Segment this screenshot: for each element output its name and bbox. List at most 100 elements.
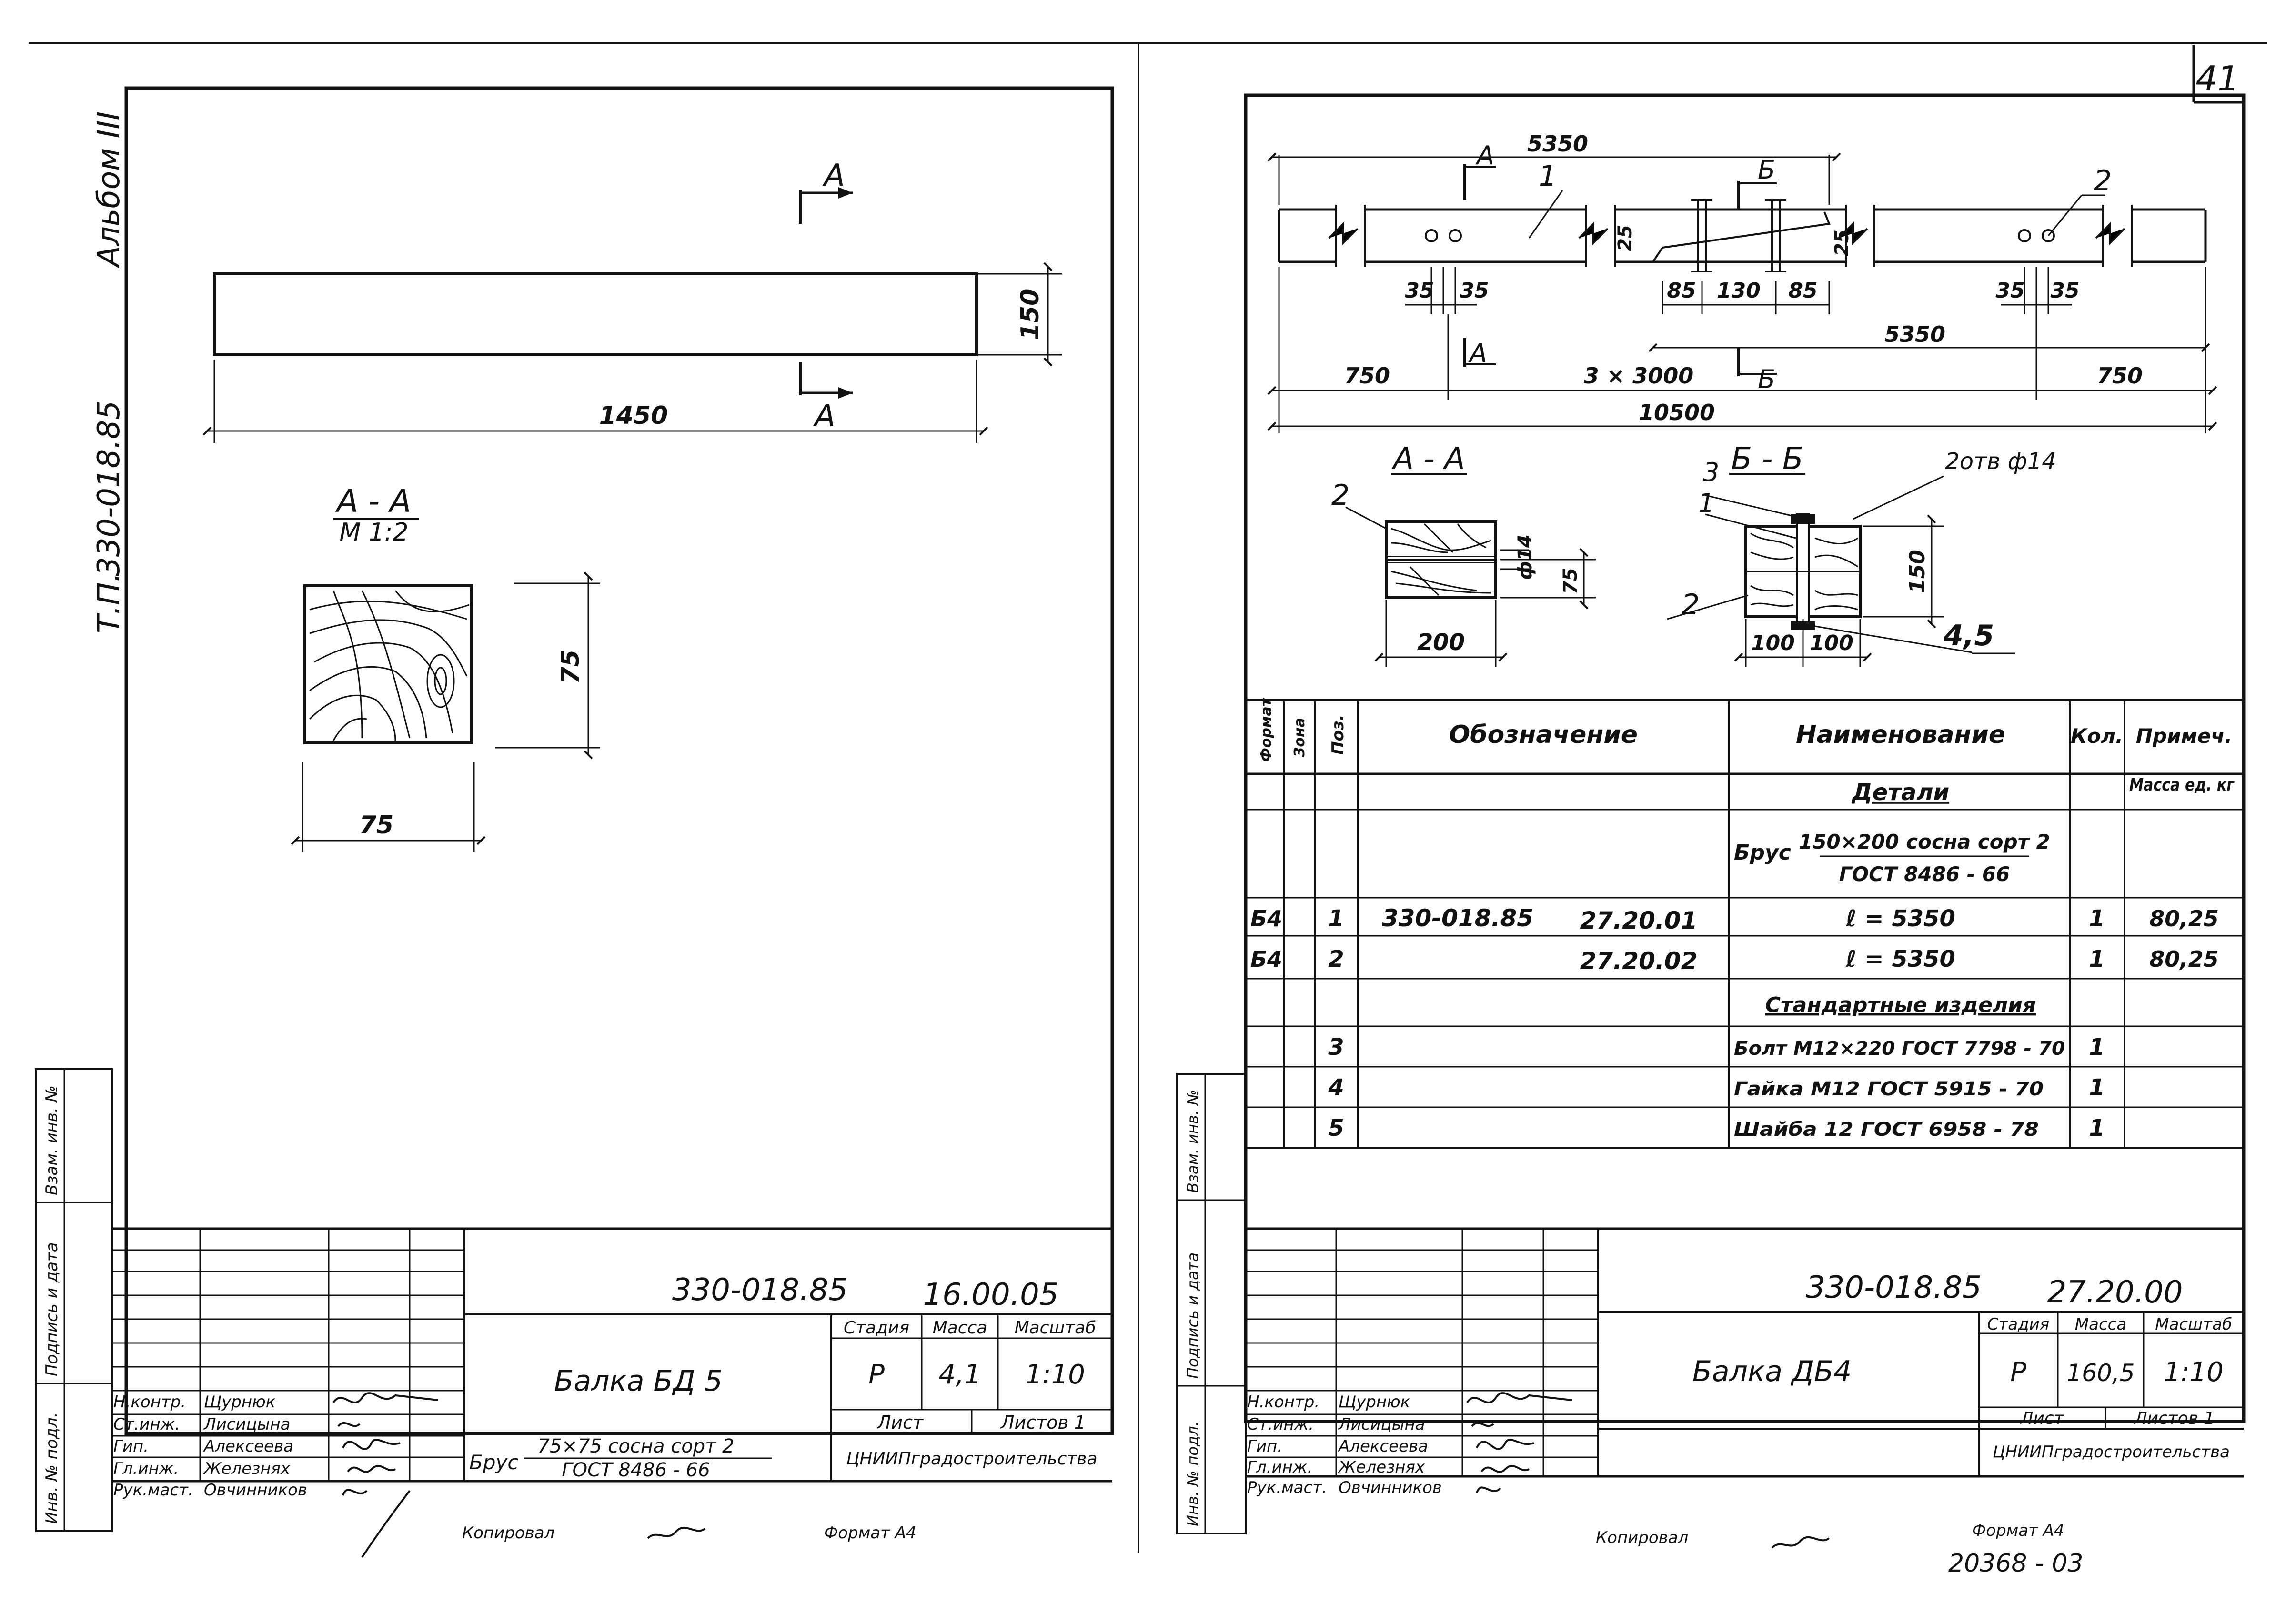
svg-text:35: 35 (2050, 279, 2079, 303)
page-number: 41 (2195, 59, 2239, 99)
dim-section-width: 75 (291, 762, 486, 852)
left-material-top: 75×75 сосна сорт 2 (537, 1435, 734, 1457)
section-bb: Б - Б 2отв ф14 3 1 2 (1667, 441, 2056, 667)
right-sheet: 2 1 А А Б Б 5350 35 (1176, 93, 2246, 1578)
timber-section-75x75 (303, 584, 473, 744)
stamp-album: Альбом III (91, 111, 127, 269)
svg-text:Н.контр.: Н.контр. (1247, 1393, 1319, 1412)
svg-text:Кол.: Кол. (2071, 724, 2123, 748)
svg-text:Копировал: Копировал (1596, 1528, 1688, 1547)
svg-text:Брус: Брус (1734, 841, 1791, 865)
left-mass: 4,1 (938, 1359, 981, 1390)
left-sheet-code: 16.00.05 (923, 1277, 1059, 1312)
svg-text:Листов 1: Листов 1 (1000, 1412, 1086, 1433)
elev-pos2: 2 (2094, 164, 2112, 198)
svg-text:25: 25 (1831, 230, 1853, 256)
svg-text:ф14: ф14 (1514, 534, 1536, 580)
svg-text:2отв ф14: 2отв ф14 (1945, 448, 2056, 475)
section-letter-top: А (822, 158, 845, 193)
svg-text:Стандартные изделия: Стандартные изделия (1765, 993, 2036, 1017)
svg-text:2: 2 (1682, 588, 1700, 621)
svg-text:Б: Б (1758, 155, 1775, 185)
svg-text:Щурнюк: Щурнюк (1339, 1393, 1410, 1412)
copied-signature-right (1771, 1536, 1830, 1549)
svg-text:Гип.: Гип. (1247, 1437, 1282, 1456)
album-stamp: Т.П. 330-018.85 Альбом III (91, 111, 127, 633)
svg-text:Инв. № подл.: Инв. № подл. (42, 1412, 61, 1524)
svg-text:4,5: 4,5 (1943, 619, 1994, 652)
left-doc-code: 330-018.85 (672, 1272, 848, 1308)
dim-bar-length-text: 1450 (599, 401, 668, 430)
svg-text:Масштаб: Масштаб (2155, 1315, 2232, 1334)
svg-text:80,25: 80,25 (2149, 946, 2219, 972)
svg-text:80,25: 80,25 (2149, 906, 2219, 932)
section-mark-bottom: А (799, 362, 853, 434)
dim-section-height-text: 75 (556, 650, 585, 684)
svg-text:85: 85 (1667, 279, 1696, 303)
svg-text:Н.контр.: Н.контр. (113, 1393, 186, 1412)
left-scale: 1:10 (1025, 1359, 1085, 1390)
svg-text:Лисицына: Лисицына (203, 1415, 291, 1434)
svg-text:Формат А4: Формат А4 (824, 1523, 916, 1543)
svg-text:1: 1 (2089, 1115, 2105, 1142)
svg-text:Щурнюк: Щурнюк (204, 1393, 276, 1412)
section-mark-top: А (799, 158, 853, 224)
svg-text:100: 100 (1751, 631, 1795, 655)
svg-text:Примеч.: Примеч. (2136, 724, 2232, 748)
svg-text:Овчинников: Овчинников (1339, 1478, 1442, 1497)
svg-text:Алексеева: Алексеева (203, 1437, 293, 1456)
dim-section-height: 75 (495, 571, 600, 760)
page-number-box: 41 (2192, 45, 2244, 104)
svg-text:Шайба 12 ГОСТ 6958 - 78: Шайба 12 ГОСТ 6958 - 78 (1734, 1119, 2039, 1141)
svg-text:А: А (1475, 140, 1494, 170)
svg-text:100: 100 (1810, 631, 1853, 655)
svg-text:Листов 1: Листов 1 (2134, 1409, 2215, 1428)
svg-text:35: 35 (1995, 279, 2024, 303)
svg-text:35: 35 (1405, 279, 1434, 303)
svg-text:Подпись и дата: Подпись и дата (42, 1242, 61, 1376)
section-aa: А - А 2 ф14 75 (1331, 441, 1596, 667)
left-sheet-frame (124, 86, 1114, 1435)
svg-text:Рук.маст.: Рук.маст. (1247, 1478, 1327, 1497)
bar-elevation (213, 272, 978, 356)
svg-text:Обозначение: Обозначение (1449, 721, 1638, 749)
stamp-series: Т.П. (91, 572, 127, 633)
svg-text:150×200 сосна сорт 2: 150×200 сосна сорт 2 (1799, 830, 2050, 853)
svg-text:Зона: Зона (1291, 718, 1308, 758)
svg-text:1: 1 (1328, 905, 1344, 932)
svg-text:1: 1 (2089, 946, 2105, 972)
svg-text:1: 1 (2089, 1034, 2105, 1061)
svg-text:Гайка М12 ГОСТ 5915 - 70: Гайка М12 ГОСТ 5915 - 70 (1734, 1078, 2044, 1100)
svg-text:Б - Б: Б - Б (1731, 441, 1803, 477)
svg-text:Стадия: Стадия (1987, 1315, 2049, 1334)
svg-text:Формат: Формат (1258, 697, 1275, 762)
beam-elevation: 2 1 А А Б Б 5350 35 (1267, 131, 2217, 433)
left-title-block: 330-018.85 16.00.05 Балка БД 5 Стадия Ма… (112, 1227, 1112, 1558)
svg-text:Ст.инж.: Ст.инж. (113, 1415, 180, 1434)
right-part-name: Балка ДБ4 (1692, 1355, 1852, 1388)
svg-text:Лист: Лист (876, 1412, 924, 1433)
svg-text:3: 3 (1703, 457, 1719, 487)
svg-text:1: 1 (2089, 1074, 2105, 1101)
svg-text:85: 85 (1788, 279, 1817, 303)
dim-bar-length: 1450 (202, 360, 988, 443)
svg-text:Железнях: Железнях (203, 1459, 291, 1478)
right-stage: Р (2010, 1357, 2026, 1388)
svg-text:27.20.02: 27.20.02 (1580, 947, 1698, 975)
left-material-bottom: ГОСТ 8486 - 66 (562, 1459, 710, 1481)
svg-text:А: А (1468, 338, 1487, 368)
copied-signature (647, 1526, 706, 1539)
svg-text:Гл.инж.: Гл.инж. (113, 1459, 179, 1478)
svg-text:200: 200 (1417, 629, 1465, 656)
svg-text:75: 75 (1560, 568, 1581, 594)
svg-text:Подпись и дата: Подпись и дата (1184, 1252, 1202, 1379)
right-sheet-frame (1244, 93, 2246, 1423)
right-scale: 1:10 (2164, 1357, 2224, 1388)
dim-section-width-text: 75 (359, 811, 393, 840)
svg-text:А - А: А - А (1391, 441, 1465, 477)
svg-text:Детали: Детали (1851, 779, 1949, 806)
svg-text:Болт М12×220 ГОСТ 7798 - 70: Болт М12×220 ГОСТ 7798 - 70 (1734, 1038, 2065, 1060)
svg-text:ℓ = 5350: ℓ = 5350 (1845, 905, 1955, 932)
svg-text:25: 25 (1614, 225, 1636, 251)
svg-text:3 × 3000: 3 × 3000 (1584, 363, 1694, 389)
